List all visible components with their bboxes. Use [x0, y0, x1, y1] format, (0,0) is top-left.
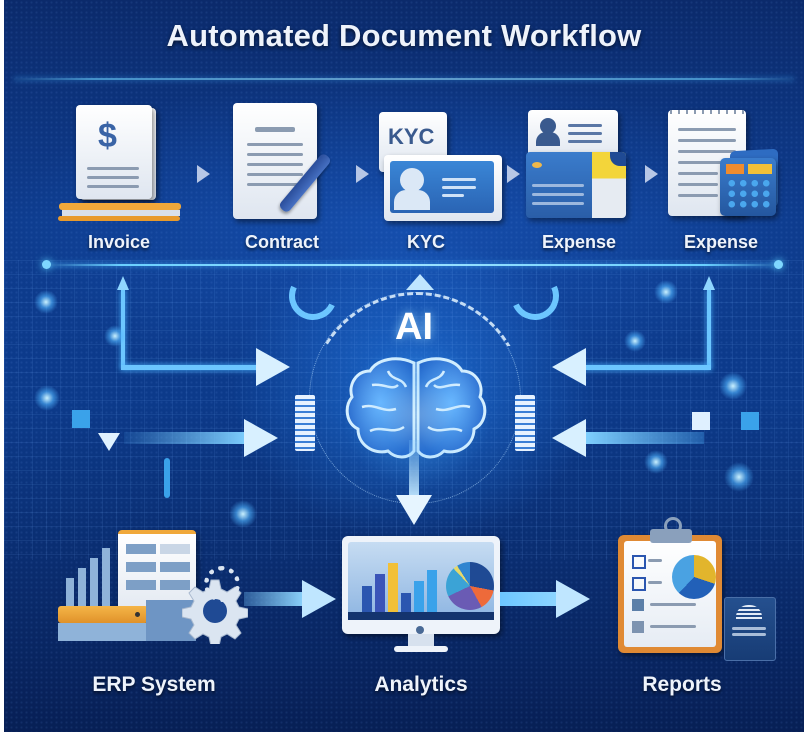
up-arrow-icon [406, 274, 434, 290]
connector-node [42, 260, 51, 269]
contract-label: Contract [244, 232, 319, 252]
person-icon [400, 168, 424, 192]
pie-chart-icon [672, 555, 716, 599]
kyc-badge: KYC [388, 124, 435, 149]
right-arrow-icon [556, 580, 590, 618]
particle [104, 325, 126, 347]
left-input-line [124, 432, 249, 444]
right-input-line [584, 432, 704, 444]
kyc-label: KYC [406, 232, 445, 252]
expense-label: Expense [683, 232, 759, 252]
pie-chart-icon [446, 562, 494, 610]
up-arrow-icon [117, 276, 129, 290]
brain-icon [342, 355, 490, 465]
checkbox-icon [632, 621, 644, 633]
contract-icon [229, 103, 339, 228]
particle [644, 450, 668, 474]
ai-output-line [409, 440, 419, 500]
reports-label: Reports [642, 673, 722, 696]
erp-to-analytics-line [244, 592, 306, 606]
erp-system-label: ERP System [92, 673, 216, 696]
particle [34, 290, 58, 314]
down-arrow-icon [396, 495, 432, 525]
flow-chevron-icon [507, 165, 520, 183]
particle [719, 372, 747, 400]
flow-chevron-icon [197, 165, 210, 183]
title-divider [14, 78, 794, 80]
erp-system-icon [56, 528, 256, 658]
right-arrow-icon [256, 348, 290, 386]
flow-chevron-icon [356, 165, 369, 183]
small-gear-icon [204, 566, 240, 602]
expense-calculator-icon [664, 108, 784, 226]
documents-connector-line [48, 264, 778, 266]
expense-form-icon [524, 110, 634, 225]
kyc-icon: KYC [374, 110, 504, 225]
particle [229, 500, 257, 528]
right-arrow-icon [244, 419, 278, 457]
particle [624, 330, 646, 352]
connector-node [774, 260, 783, 269]
down-triangle-icon [98, 433, 120, 451]
page-title: Automated Document Workflow [166, 18, 642, 53]
checkbox-icon [632, 599, 644, 611]
analytics-to-reports-line [500, 592, 560, 606]
analytics-monitor-icon [340, 534, 504, 660]
ai-label: AI [395, 306, 433, 348]
checkbox-icon [632, 577, 646, 591]
workflow-diagram: Automated Document Workflow $ Invoice Co… [4, 0, 804, 732]
invoice-icon: $ [54, 105, 184, 225]
checkbox-icon [632, 555, 646, 569]
clip-icon [650, 529, 692, 543]
connector-coil-icon [515, 395, 535, 451]
left-arrow-icon [552, 348, 586, 386]
particle [724, 462, 754, 492]
particle [654, 280, 678, 304]
right-feed-line [707, 290, 711, 368]
particle [34, 385, 60, 411]
reports-clipboard-icon [614, 515, 784, 661]
up-arrow-icon [703, 276, 715, 290]
dollar-icon: $ [98, 117, 117, 155]
left-arrow-icon [552, 419, 586, 457]
connector-coil-icon [295, 395, 315, 451]
analytics-label: Analytics [374, 673, 468, 696]
expense-label: Expense [541, 232, 617, 252]
right-arrow-icon [302, 580, 336, 618]
flow-chevron-icon [645, 165, 658, 183]
invoice-label: Invoice [87, 232, 151, 252]
